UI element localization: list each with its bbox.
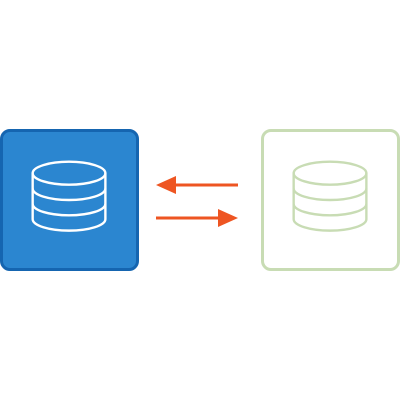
- arrow-right-icon: [156, 209, 238, 227]
- arrow-left-icon: [156, 176, 238, 194]
- database-icon: [292, 160, 368, 232]
- primary-database-box: [0, 129, 139, 271]
- database-icon: [31, 160, 107, 232]
- secondary-database-box: [261, 129, 400, 271]
